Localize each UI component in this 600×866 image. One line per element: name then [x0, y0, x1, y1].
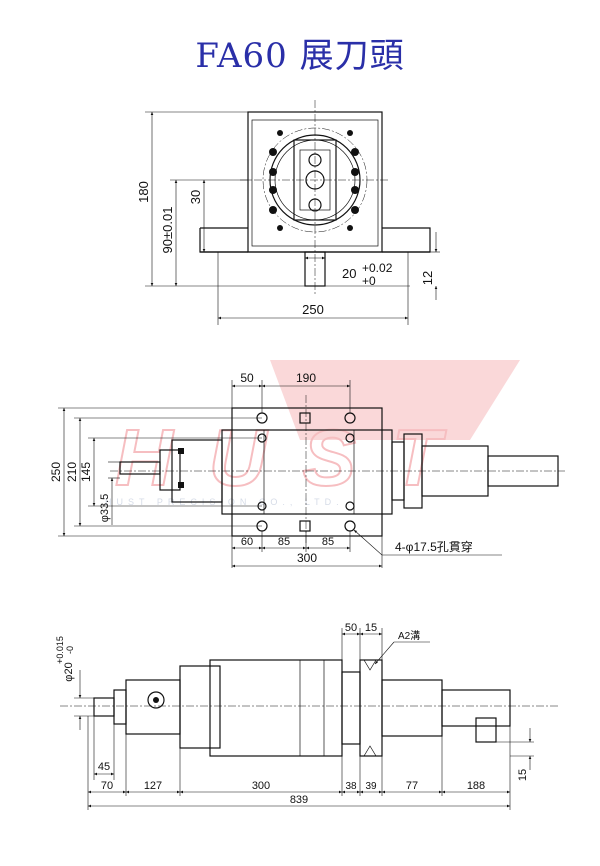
front-dim-45: 45: [98, 761, 110, 773]
dim-250: 250: [302, 302, 324, 317]
side-dim-85a: 85: [278, 536, 290, 548]
drawing-title: FA60 展刀頭: [195, 36, 405, 76]
front-pulley-note: A2溝: [398, 629, 420, 642]
side-dim-300: 300: [297, 551, 317, 565]
watermark-wing-shape: [270, 360, 520, 440]
top-view: 180 90±0.01 30 20 +0.02 +0 12 250: [136, 100, 440, 325]
dim-12: 12: [420, 271, 435, 285]
top-view-bolts: [269, 130, 359, 231]
front-dim-shaft-tol-upper: +0.015: [55, 636, 65, 664]
front-dim-shaft: φ20: [63, 662, 75, 681]
side-hole-note: 4-φ17.5孔貫穿: [395, 539, 473, 554]
front-view: φ20 +0.015 -0 50 15 A2溝 45 70 127 300 38: [55, 622, 560, 810]
side-dim-dia33: φ33.5: [99, 494, 111, 523]
watermark-logo: HUST HUST PRECISION CO., LTD.: [105, 360, 520, 507]
side-view: 50 190 250 210 145 φ33.5 60 85 85 300: [49, 371, 565, 568]
side-dim-85b: 85: [322, 536, 334, 548]
front-dim-15b: 15: [517, 769, 529, 781]
side-dim-250: 250: [49, 462, 63, 482]
front-dim-38: 38: [345, 781, 357, 792]
side-dim-60: 60: [241, 536, 253, 548]
watermark-company: HUST PRECISION CO., LTD.: [105, 497, 344, 507]
front-dim-70: 70: [101, 780, 113, 792]
dim-90: 90±0.01: [160, 207, 175, 254]
side-dim-145: 145: [79, 462, 93, 482]
front-dim-15: 15: [365, 622, 377, 634]
dim-30: 30: [188, 190, 203, 204]
front-dim-39: 39: [365, 781, 377, 792]
front-dim-839: 839: [290, 794, 308, 806]
front-dim-shaft-tol-lower: -0: [65, 646, 75, 654]
side-dim-50: 50: [240, 371, 254, 385]
side-dim-210: 210: [65, 462, 79, 482]
dim-20-tol-upper: +0.02: [362, 261, 393, 275]
dim-20-keyway: 20: [342, 266, 356, 281]
front-dim-50: 50: [345, 622, 357, 634]
front-dim-127: 127: [144, 780, 162, 792]
dim-20-tol-lower: +0: [362, 274, 376, 288]
front-dim-77: 77: [406, 780, 418, 792]
front-dim-300: 300: [252, 780, 270, 792]
side-dim-190: 190: [296, 371, 316, 385]
watermark-letters: HUST: [115, 413, 477, 502]
dim-180: 180: [136, 181, 151, 203]
front-dim-188: 188: [467, 780, 485, 792]
